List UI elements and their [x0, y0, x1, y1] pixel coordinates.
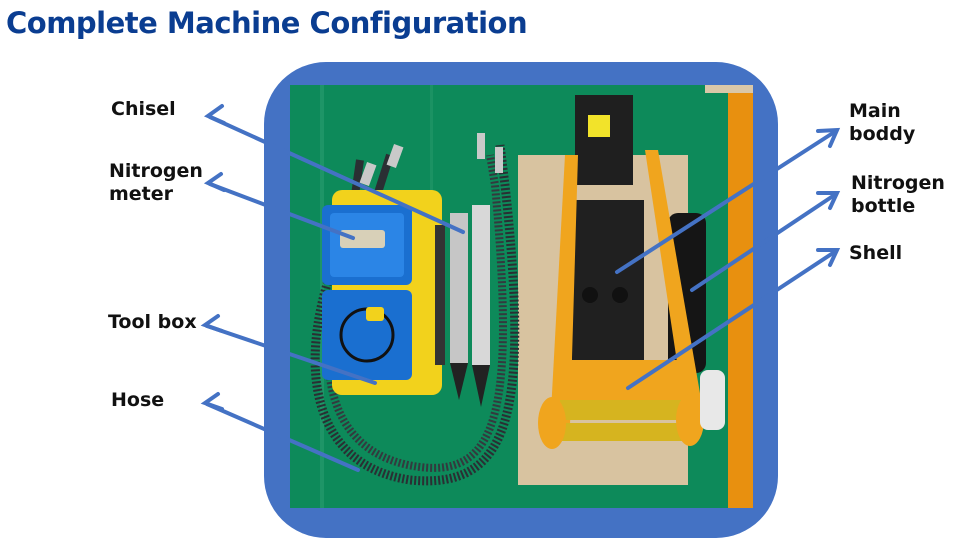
- label-main-body: Main boddy: [849, 100, 915, 146]
- label-nitrogen-meter: Nitrogen meter: [109, 160, 203, 206]
- arrow-hose: [205, 402, 360, 472]
- arrow-main-body-head: [816, 127, 841, 148]
- arrow-shell-head: [816, 248, 841, 267]
- label-main-body-line1: Main: [849, 100, 901, 122]
- arrow-chisel: [208, 115, 465, 234]
- label-tool-box: Tool box: [108, 311, 197, 333]
- label-nitrogen-meter-line1: Nitrogen: [109, 160, 203, 182]
- arrow-nitrogen-meter-head: [203, 172, 226, 192]
- arrow-shell: [626, 249, 838, 390]
- arrow-chisel-head: [203, 104, 226, 125]
- label-hose: Hose: [111, 389, 165, 411]
- product-photo: [290, 85, 753, 508]
- label-nitrogen-bottle-line1: Nitrogen: [851, 172, 945, 194]
- label-nitrogen-bottle: Nitrogen bottle: [851, 172, 945, 218]
- label-main-body-line2: boddy: [849, 123, 916, 145]
- label-nitrogen-bottle-line2: bottle: [851, 195, 916, 217]
- product-photo-illustration: [290, 85, 753, 508]
- page-title: Complete Machine Configuration: [6, 6, 528, 40]
- arrow-hose-head: [200, 392, 224, 411]
- arrow-tool-box-head: [200, 314, 224, 333]
- label-shell: Shell: [849, 242, 903, 264]
- arrow-main-body: [615, 129, 838, 274]
- arrow-nitrogen-bottle-head: [816, 191, 841, 210]
- arrow-nitrogen-bottle: [690, 192, 838, 292]
- arrow-nitrogen-meter: [208, 182, 355, 240]
- label-chisel: Chisel: [111, 98, 176, 120]
- arrow-tool-box: [205, 324, 377, 385]
- label-nitrogen-meter-line2: meter: [109, 183, 174, 205]
